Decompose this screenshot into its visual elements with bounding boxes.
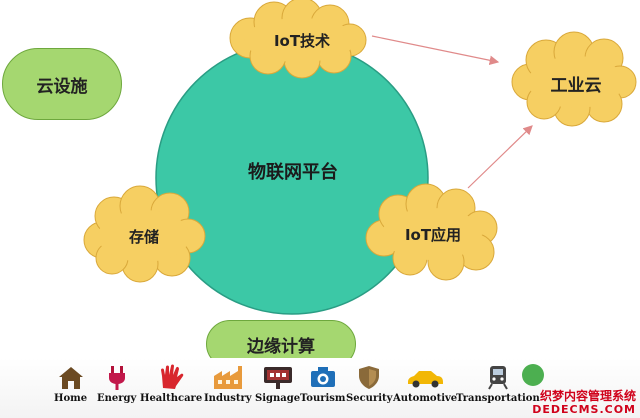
- diagram-canvas: [83, 0, 637, 315]
- camera-icon: [310, 367, 335, 387]
- node-iot-tech: IoT技术: [250, 28, 354, 52]
- node-industrial-cloud: 工业云: [530, 70, 622, 96]
- icon-label-signage: Signage: [255, 393, 301, 404]
- icon-label-tourism: Tourism: [300, 393, 346, 404]
- arrow-iot-tech-to-cloud: [371, 35, 500, 66]
- node-cloud-infra-label: 云设施: [36, 76, 88, 97]
- icon-label-home: Home: [54, 393, 88, 404]
- node-storage: 存储: [104, 224, 184, 248]
- cloud-iot-tech: [229, 0, 367, 79]
- car-icon: [408, 371, 444, 388]
- plug-icon: [108, 366, 125, 390]
- icon-item-security: Security: [346, 364, 392, 404]
- node-iot-app-label: IoT应用: [404, 225, 462, 244]
- icon-item-energy: Energy: [97, 364, 136, 404]
- cloud-iot-app: [365, 183, 498, 281]
- leaf-icon: [522, 364, 544, 386]
- icon-item-transportation: Transportation: [456, 364, 540, 404]
- icon-item-home: Home: [54, 364, 87, 404]
- arrow-iot-app-to-cloud: [467, 125, 533, 189]
- node-storage-label: 存储: [128, 227, 159, 246]
- icon-label-industry: Industry: [204, 393, 252, 404]
- cloud-industrial: [511, 31, 637, 127]
- icon-item-automotive: Automotive: [393, 364, 457, 404]
- watermark-line2: DEDECMS.COM: [532, 403, 636, 416]
- train-icon: [488, 366, 508, 390]
- node-cloud-infra: 云设施: [2, 48, 122, 120]
- platform-label: 物联网平台: [248, 162, 338, 183]
- icon-item-industry: Industry: [204, 364, 252, 404]
- node-industrial-cloud-label: 工业云: [550, 75, 602, 96]
- icon-label-energy: Energy: [97, 393, 137, 404]
- icon-label-security: Security: [346, 393, 393, 404]
- node-iot-app: IoT应用: [386, 222, 480, 246]
- shield-icon: [359, 366, 380, 389]
- hand-icon: [161, 364, 184, 389]
- cloud-storage: [83, 185, 206, 283]
- icon-label-healthcare: Healthcare: [140, 393, 203, 404]
- industry-icon-strip: Home Energy Healthcare Industry: [0, 358, 640, 418]
- house-icon: [58, 367, 83, 389]
- icon-item-signage: Signage: [255, 364, 300, 404]
- sign-icon: [263, 367, 292, 389]
- factory-icon: [213, 366, 242, 389]
- icon-item-tourism: Tourism: [300, 364, 346, 404]
- node-edge-computing-label: 边缘计算: [247, 336, 315, 357]
- node-iot-tech-label: IoT技术: [273, 31, 331, 50]
- watermark: 织梦内容管理系统 DEDECMS.COM: [532, 389, 636, 417]
- watermark-line1: 织梦内容管理系统: [539, 389, 636, 403]
- icon-label-transportation: Transportation: [456, 393, 540, 404]
- icon-label-automotive: Automotive: [393, 393, 458, 404]
- icon-item-healthcare: Healthcare: [140, 364, 202, 404]
